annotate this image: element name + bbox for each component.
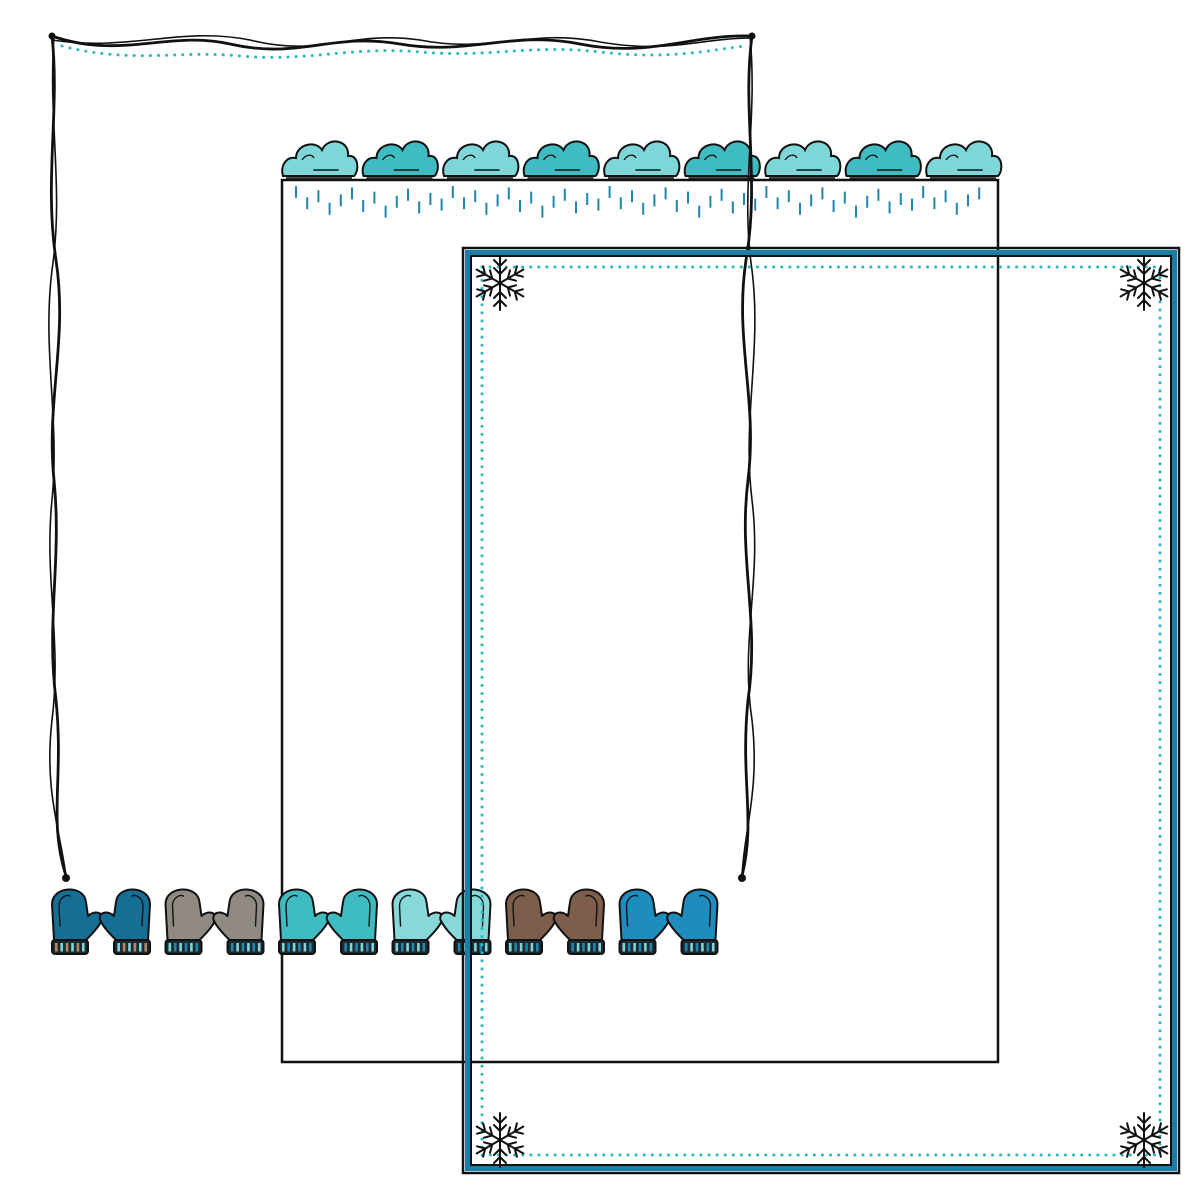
mitten-icon xyxy=(51,888,104,955)
mitten-icon xyxy=(552,888,605,955)
rain-row xyxy=(295,186,981,218)
cloud-page-border xyxy=(280,178,1000,1064)
cloud-icon xyxy=(844,140,922,179)
snowflake-icon xyxy=(1116,255,1172,311)
mitten-icon xyxy=(212,888,265,955)
frame-inner-border xyxy=(470,255,1172,1166)
snowflake-icon xyxy=(472,255,528,311)
cloud-row xyxy=(281,140,1003,179)
cloud-icon xyxy=(683,140,761,179)
mitten-icon xyxy=(618,888,671,955)
cloud-icon xyxy=(522,140,600,179)
mitten-icon xyxy=(98,888,151,955)
frame-dotted-line xyxy=(480,265,1162,1157)
mitten-icon xyxy=(391,888,444,955)
cloud-icon xyxy=(361,140,439,179)
frame-blue-band xyxy=(465,250,1177,1171)
snowflake-corners xyxy=(472,255,1172,1168)
mitten-icon xyxy=(505,888,558,955)
cloud-icon xyxy=(764,140,842,179)
mitten-icon xyxy=(278,888,331,955)
frame-outer-border xyxy=(461,246,1181,1175)
mitten-icon xyxy=(164,888,217,955)
cloud-icon xyxy=(925,140,1003,179)
cloud-icon xyxy=(442,140,520,179)
mitten-icon xyxy=(666,888,719,955)
cloud-icon xyxy=(603,140,681,179)
mitten-icon xyxy=(325,888,378,955)
cloud-icon xyxy=(281,140,359,179)
wavy-border xyxy=(48,32,756,882)
wavy-mitten-page xyxy=(48,32,756,955)
frame-fill xyxy=(463,248,1179,1173)
snowflake-icon xyxy=(1116,1112,1172,1168)
snowflake-frame-page xyxy=(461,246,1181,1175)
mitten-row xyxy=(51,888,719,955)
cloud-rain-page xyxy=(280,140,1003,1064)
